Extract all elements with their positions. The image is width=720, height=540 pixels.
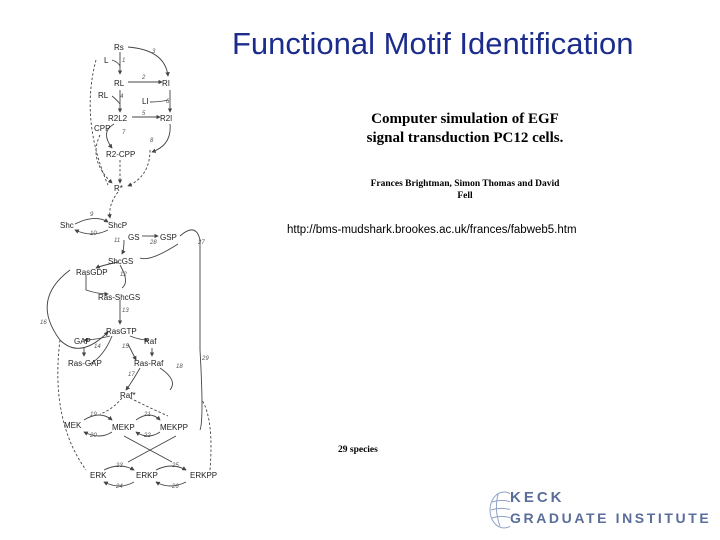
receptor-module-edges [89,46,173,187]
reaction-number: 1 [122,58,125,64]
node-r2cpp: R2-CPP [106,150,135,159]
reference-url: http://bms-mudshark.brookes.ac.uk/france… [287,224,577,236]
reaction-number: 17 [128,372,135,378]
adaptor-module-edges [74,191,201,350]
node-erkpp: ERKPP [190,471,217,480]
node-li: LI [142,97,149,106]
reaction-number: 6 [166,99,170,105]
logo-wordmark-line1: KECK [510,489,565,506]
reaction-number: 14 [94,344,101,350]
reaction-number: 2 [141,75,146,81]
ras-module-edges [46,269,203,431]
node-erk: ERK [90,471,107,480]
slide-title: Functional Motif Identification [232,26,634,61]
node-rasraf: Ras-Raf [134,359,164,368]
node-rasshcgs: Ras-ShcGS [98,293,140,302]
node-rl2: RL [98,91,109,100]
node-cpp: CPP [94,124,110,133]
keck-logo: KECK GRADUATE INSTITUTE [488,488,710,532]
globe-icon [489,491,510,529]
node-gs: GS [128,233,140,242]
node-erkp: ERKP [136,471,158,480]
reaction-number: 10 [90,231,97,237]
reaction-number: 8 [150,138,154,144]
node-mekpp: MEKPP [160,423,188,432]
node-r2l: R2l [160,114,172,123]
node-r2l2: R2L2 [108,114,128,123]
node-rstar: R* [114,184,123,193]
node-shc: Shc [60,221,74,230]
node-mek: MEK [64,421,82,430]
reaction-number: 27 [197,240,205,246]
reaction-number: 11 [114,238,120,244]
authors-line-1: Frances Brightman, Simon Thomas and Davi… [370,179,560,189]
reaction-number: 29 [201,356,209,362]
reaction-number: 9 [90,212,94,218]
reaction-number: 12 [120,272,127,278]
reaction-number: 18 [176,364,183,370]
reaction-number: 20 [89,433,97,439]
mapk-module-edges [57,339,212,487]
node-gsp: GSP [160,233,177,242]
reaction-number: 22 [143,433,151,439]
species-count: 29 species [338,445,378,455]
reaction-number: 4 [120,94,124,100]
reaction-number: 13 [122,308,129,314]
reaction-number: 15 [122,344,129,350]
node-mekp: MEKP [112,423,135,432]
diagram-reaction-numbers: 1 2 3 4 5 6 7 8 9 10 11 12 13 14 15 16 1… [40,49,209,490]
reaction-number: 26 [171,484,179,490]
reaction-number: 7 [122,130,126,136]
reaction-number: 19 [90,412,97,418]
authors: Frances Brightman, Simon Thomas and Davi… [330,178,600,202]
subtitle-line-2: signal transduction PC12 cells. [366,130,564,146]
node-rs: Rs [114,43,124,52]
reaction-number: 24 [115,484,123,490]
reaction-number: 16 [40,320,47,326]
node-ri: RI [162,79,170,88]
authors-line-2: Fell [457,191,473,201]
node-shcgs: ShcGS [108,257,133,266]
reaction-number: 23 [115,463,123,469]
node-l: L [104,56,109,65]
node-rasgdp: RasGDP [76,268,108,277]
node-rasgap: Ras-GAP [68,359,102,368]
node-rafstar: Raf* [120,391,136,400]
diagram-node-labels: Rs L RL RI RL LI R2L2 R2l CPP R2-CPP R* … [60,43,217,480]
node-rl: RL [114,79,125,88]
reaction-number: 21 [143,412,151,418]
node-shcp: ShcP [108,221,127,230]
reaction-number: 25 [171,463,179,469]
node-rasgtp: RasGTP [106,327,137,336]
slide-subtitle: Computer simulation of EGF signal transd… [300,110,630,148]
subtitle-line-1: Computer simulation of EGF [371,111,559,127]
reaction-number: 5 [142,111,146,117]
reaction-number: 28 [149,240,157,246]
node-gap: GAP [74,337,91,346]
node-raf: Raf [144,337,157,346]
reaction-number: 3 [152,49,156,55]
logo-wordmark-line2: GRADUATE INSTITUTE [510,510,712,526]
